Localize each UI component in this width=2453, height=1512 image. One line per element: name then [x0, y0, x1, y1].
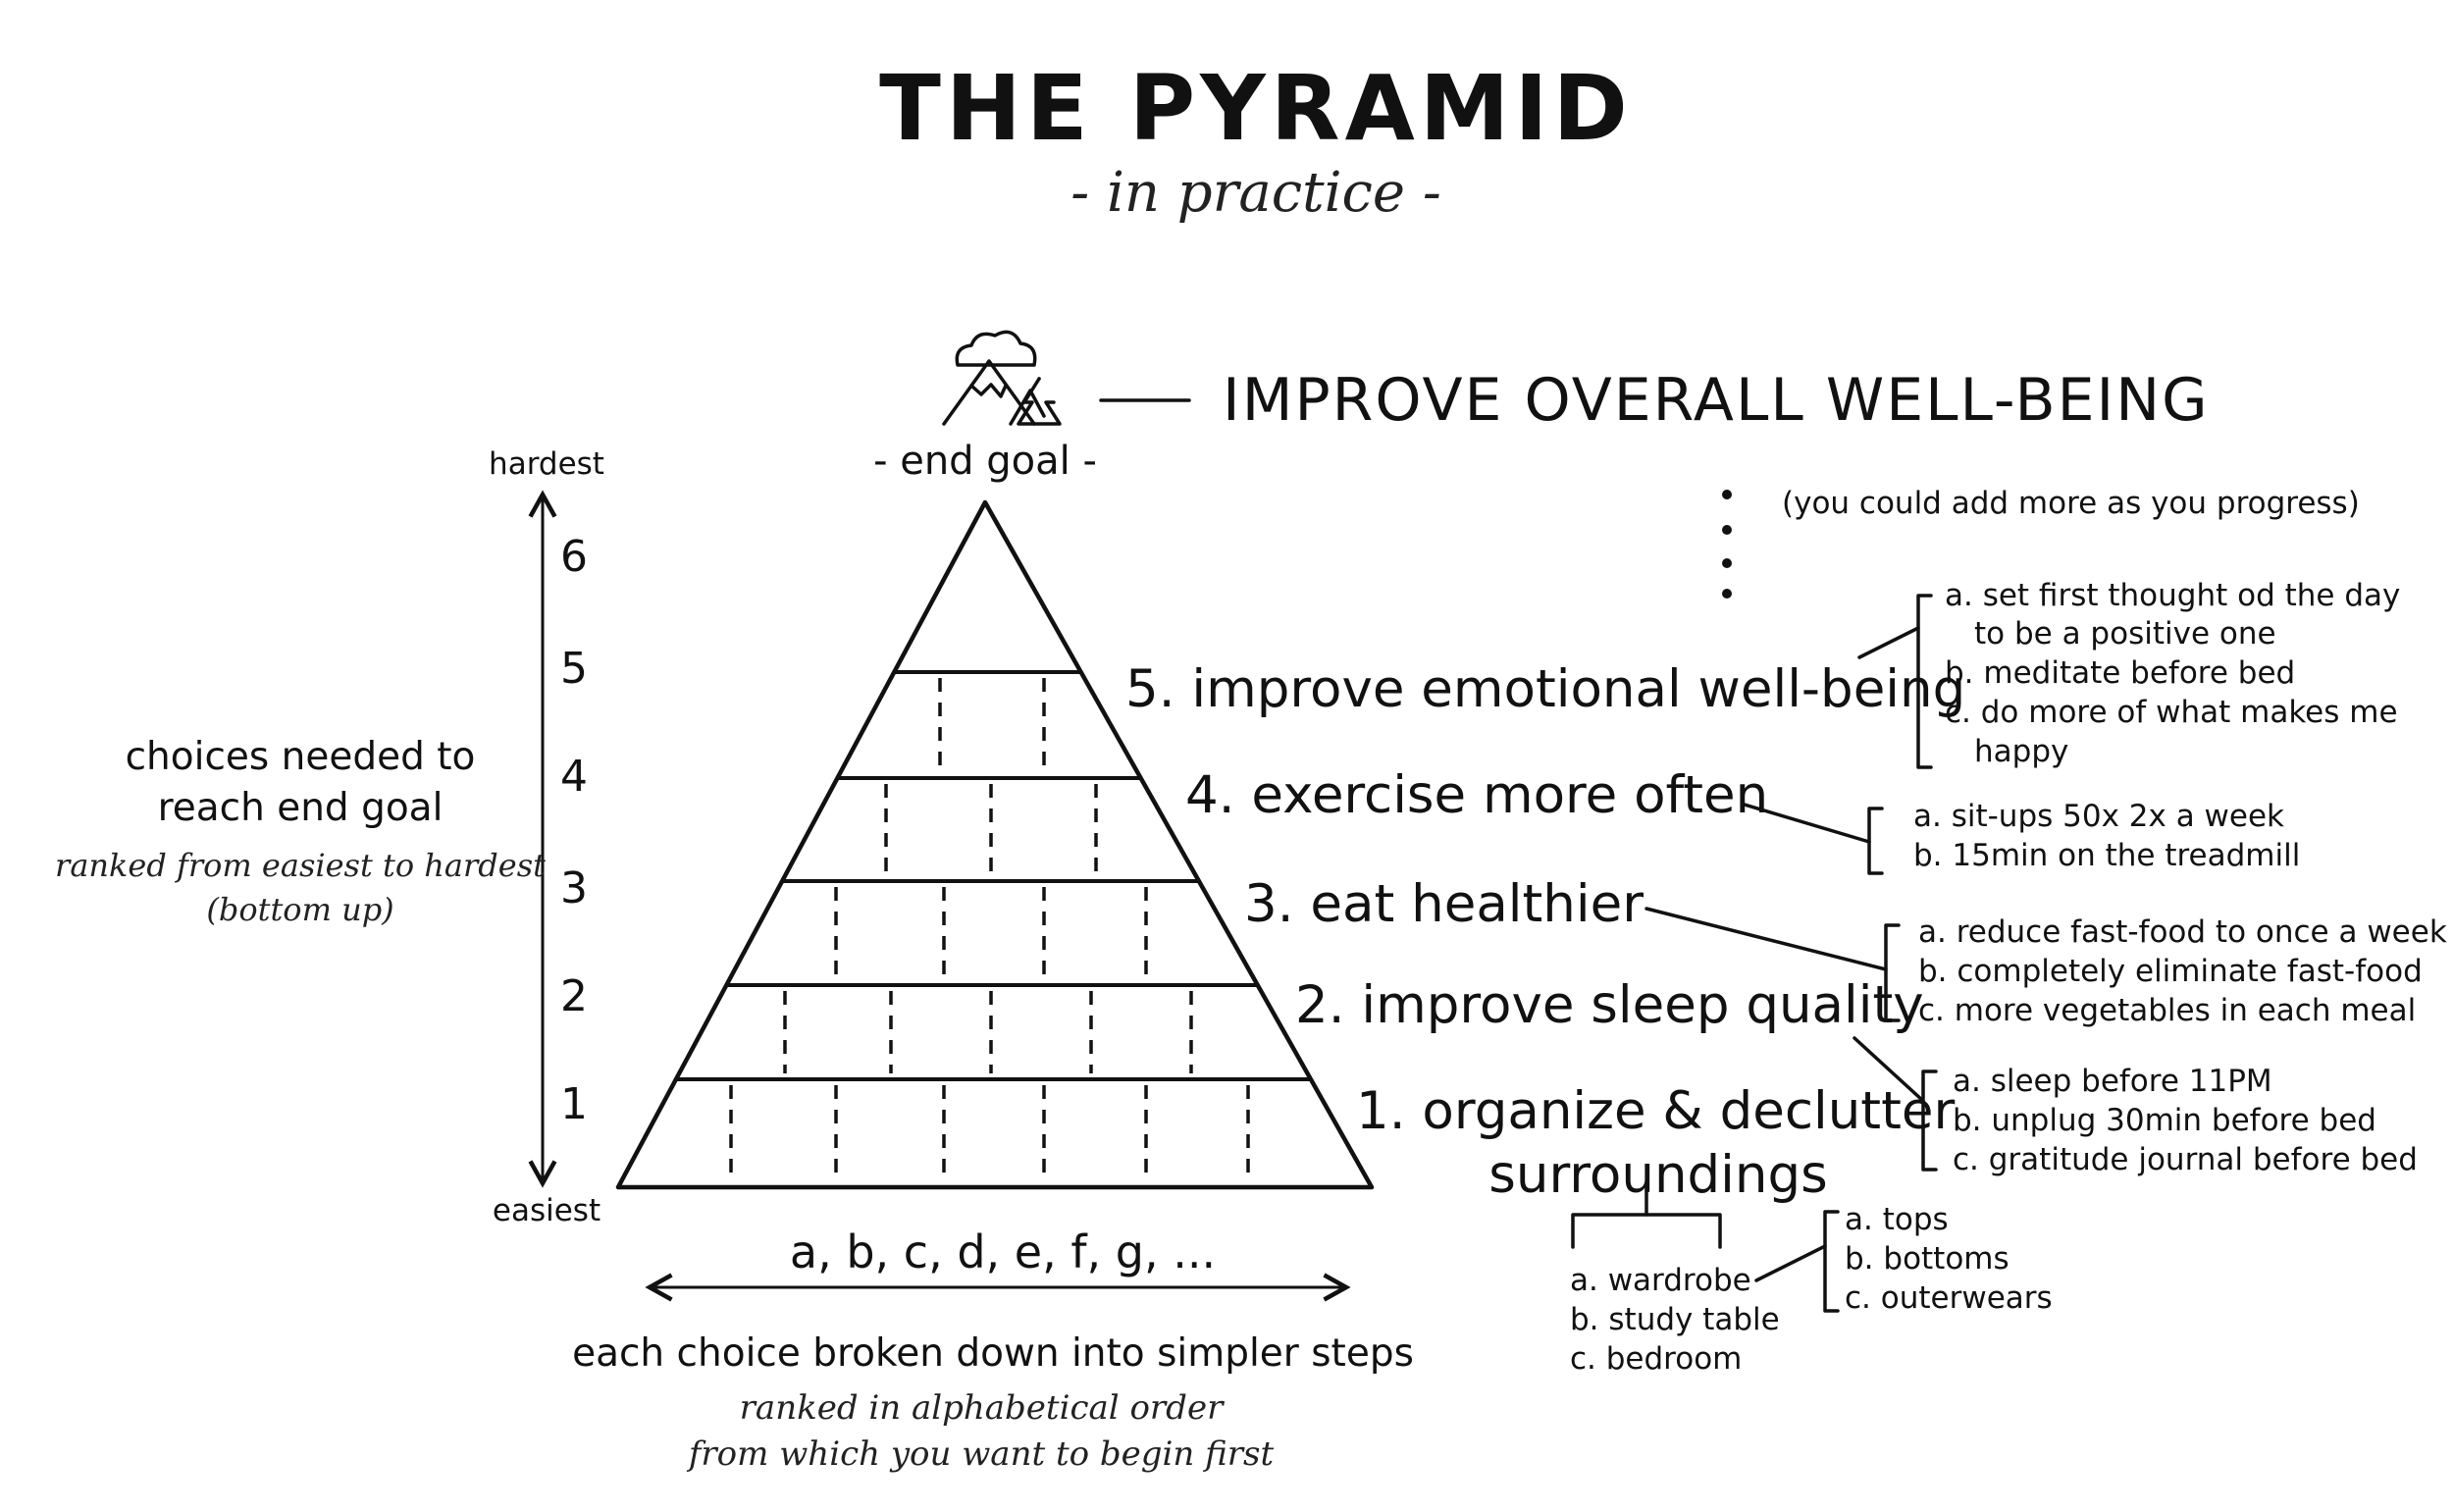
wardrobe-substep-a: a. tops: [1845, 1202, 1949, 1237]
choice-5-step-b: b. meditate before bed: [1945, 655, 2295, 691]
choice-4-step-a: a. sit-ups 50x 2x a week: [1913, 799, 2284, 834]
choice-5-bracket: [1916, 594, 1933, 769]
choice-5-step-c-cont: happy: [1974, 734, 2068, 769]
choice-5-step-a: a. set first thought od the day: [1945, 578, 2400, 613]
choice-5-connector: [1857, 626, 1920, 659]
choice-4-bracket: [1867, 807, 1884, 875]
choice-label-5: 5. improve emotional well-being: [1125, 659, 1965, 719]
steps-caption: each choice broken down into simpler ste…: [572, 1331, 1414, 1376]
choice-5-step-a-cont: to be a positive one: [1974, 616, 2276, 652]
pyramid-outline: [615, 499, 1375, 1190]
steps-axis-label: a, b, c, d, e, f, g, ...: [790, 1225, 1216, 1278]
choice-1-bracket: [1571, 1213, 1722, 1249]
choices-note-line1: ranked from easiest to hardest: [55, 847, 546, 884]
choice-4-connector: [1743, 803, 1871, 844]
choice-label-1-line2: surroundings: [1488, 1145, 1828, 1205]
choices-note-line2: (bottom up): [206, 891, 393, 928]
level-numbers: 1 2 3 4 5 6: [560, 532, 588, 1129]
choices-description-line1: choices needed to: [126, 735, 476, 779]
choice-2-connector: [1853, 1036, 1925, 1103]
level-number-3: 3: [560, 863, 588, 913]
axis-bottom-label: easiest: [493, 1193, 600, 1228]
choice-label-3: 3. eat healthier: [1244, 874, 1644, 934]
mountain-icon: [942, 330, 1062, 426]
wardrobe-connector: [1754, 1244, 1827, 1282]
level-number-6: 6: [560, 532, 588, 582]
choice-label-4: 4. exercise more often: [1185, 765, 1768, 825]
choice-1-step-b: b. study table: [1570, 1302, 1780, 1337]
choice-3-step-a: a. reduce fast-food to once a week: [1918, 914, 2447, 950]
choice-label-1: 1. organize & declutter: [1356, 1081, 1955, 1141]
choice-3-bracket: [1884, 923, 1901, 1022]
goal-caption: - end goal -: [873, 439, 1097, 484]
choice-3-step-b: b. completely eliminate fast-food: [1918, 954, 2423, 989]
choice-4-step-b: b. 15min on the treadmill: [1913, 838, 2300, 873]
choice-1-step-a: a. wardrobe: [1570, 1263, 1751, 1298]
choices-description-line2: reach end goal: [158, 786, 444, 830]
page-title: THE PYRAMID: [879, 56, 1633, 161]
level-number-2: 2: [560, 971, 588, 1021]
goal-label: IMPROVE OVERALL WELL-BEING: [1223, 366, 2210, 435]
choice-2-step-c: c. gratitude journal before bed: [1953, 1142, 2418, 1177]
choice-1-step-c: c. bedroom: [1570, 1341, 1742, 1377]
choice-5-step-c: c. do more of what makes me: [1945, 695, 2398, 730]
choice-2-step-b: b. unplug 30min before bed: [1953, 1103, 2376, 1138]
steps-note-line2: from which you want to begin first: [686, 1434, 1275, 1474]
wardrobe-substep-c: c. outerwears: [1845, 1280, 2053, 1316]
level-number-4: 4: [560, 752, 588, 802]
axis-top-label: hardest: [489, 446, 604, 482]
level-number-1: 1: [560, 1079, 588, 1129]
page-subtitle: - in practice -: [1070, 161, 1441, 225]
wardrobe-bracket: [1823, 1210, 1840, 1313]
choice-2-step-a: a. sleep before 11PM: [1953, 1064, 2272, 1099]
choice-2-bracket: [1921, 1069, 1938, 1172]
continuation-dots: [1722, 490, 1732, 599]
level-number-5: 5: [560, 644, 588, 694]
choice-label-2: 2. improve sleep quality: [1295, 975, 1924, 1035]
wardrobe-substep-b: b. bottoms: [1845, 1241, 2009, 1277]
steps-note-line1: ranked in alphabetical order: [740, 1388, 1225, 1428]
more-note: (you could add more as you progress): [1782, 486, 2360, 521]
choice-3-step-c: c. more vegetables in each meal: [1918, 993, 2416, 1028]
choice-3-connector: [1644, 907, 1888, 971]
pyramid: [615, 499, 1375, 1190]
